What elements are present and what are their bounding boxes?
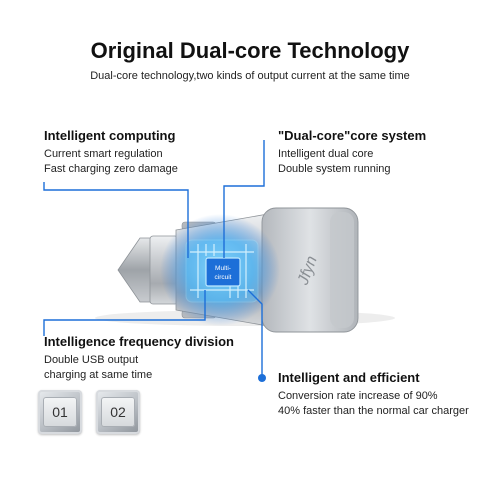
multi-circuit-chip xyxy=(205,257,241,287)
circuit-traces xyxy=(190,244,254,298)
feature-dual-core: "Dual-core"core system Intelligent dual … xyxy=(278,128,426,177)
feature-title: Intelligent and efficient xyxy=(278,370,420,385)
feature-intelligent-efficient: Intelligent and efficient Conversion rat… xyxy=(278,370,469,419)
feature-title: Intelligence frequency division xyxy=(44,334,234,349)
usb-port-label: 02 xyxy=(101,397,135,427)
feature-line: Double system running xyxy=(278,163,391,175)
chip-label-line2: circuit xyxy=(215,274,232,281)
usb-port-label: 01 xyxy=(43,397,77,427)
feature-frequency-division: Intelligence frequency division Double U… xyxy=(44,334,234,383)
feature-line: charging at same time xyxy=(44,369,153,381)
page-title: Original Dual-core Technology xyxy=(90,38,410,63)
feature-title: "Dual-core"core system xyxy=(278,128,427,143)
connector-computing xyxy=(43,182,189,258)
feature-line: Double USB output xyxy=(44,354,139,366)
chip-label-line1: Multi- xyxy=(215,265,231,272)
connector-efficient xyxy=(247,289,263,378)
usb-port-badge-02: 02 xyxy=(96,390,140,434)
feature-line: Fast charging zero damage xyxy=(44,163,178,175)
page-subtitle: Dual-core technology,two kinds of output… xyxy=(90,70,410,82)
feature-line: 40% faster than the normal car charger xyxy=(278,405,469,417)
head-edge xyxy=(330,212,354,328)
feature-line: Conversion rate increase of 90% xyxy=(278,390,438,402)
feature-title: Intelligent computing xyxy=(44,128,176,143)
connector-lines xyxy=(43,140,265,378)
feature-intelligent-computing: Intelligent computing Current smart regu… xyxy=(44,128,178,177)
feature-line: Current smart regulation xyxy=(44,148,163,160)
charger-tip xyxy=(117,237,153,303)
connector-frequency xyxy=(43,290,206,336)
connector-dualcore xyxy=(223,140,265,258)
connector-dot xyxy=(258,374,266,382)
feature-line: Intelligent dual core xyxy=(278,148,374,160)
usb-port-badge-01: 01 xyxy=(38,390,82,434)
